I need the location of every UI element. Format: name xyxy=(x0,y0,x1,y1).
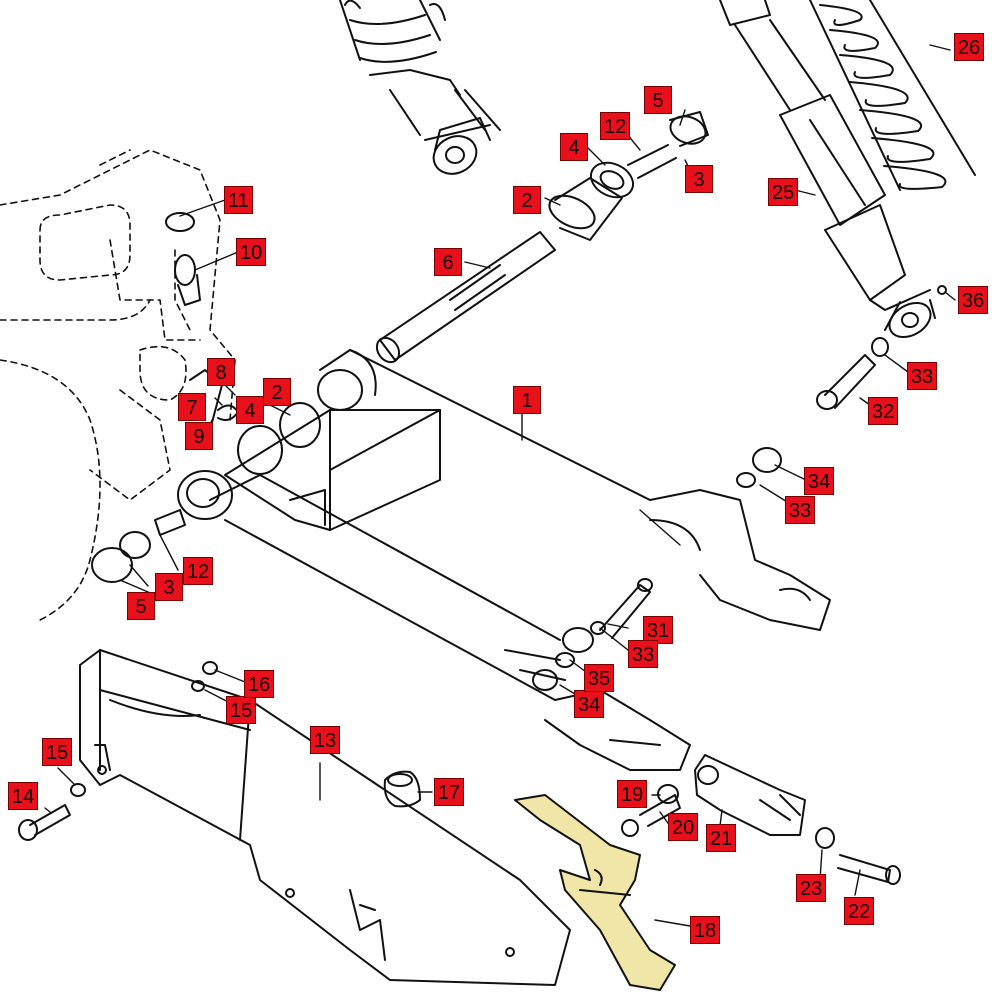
frame-outline xyxy=(0,149,236,621)
chain-guard-fasteners xyxy=(18,661,421,841)
pivot-spindle xyxy=(375,231,556,364)
callout-17: 17 xyxy=(434,778,465,806)
shock-bolt xyxy=(736,285,947,488)
callout-33b: 33 xyxy=(785,496,816,524)
callout-4b: 4 xyxy=(236,396,264,424)
callout-6: 6 xyxy=(434,248,462,276)
left-shock-absorber xyxy=(339,0,501,175)
callout-11: 11 xyxy=(224,186,253,214)
callout-34a: 34 xyxy=(804,467,835,495)
callout-7: 7 xyxy=(178,393,206,421)
callout-3a: 3 xyxy=(685,165,713,193)
callout-26: 26 xyxy=(954,33,985,61)
callout-33c: 33 xyxy=(628,640,659,668)
rear-hugger-guard xyxy=(514,794,676,991)
callout-21: 21 xyxy=(706,824,737,852)
callout-14: 14 xyxy=(8,782,39,810)
callout-5b: 5 xyxy=(127,592,155,620)
callout-12b: 12 xyxy=(183,557,214,585)
callout-2b: 2 xyxy=(263,378,291,406)
callout-15a: 15 xyxy=(42,738,73,766)
callout-13: 13 xyxy=(310,726,341,754)
torque-arm xyxy=(621,754,901,885)
callout-3b: 3 xyxy=(155,573,183,601)
callout-16: 16 xyxy=(244,670,275,698)
callout-35: 35 xyxy=(584,664,615,692)
swing-arm xyxy=(177,349,831,771)
callout-36: 36 xyxy=(958,286,989,314)
chain-guard xyxy=(79,649,571,986)
chain-adjuster xyxy=(504,578,653,691)
shock-spring xyxy=(809,0,976,191)
right-shock-absorber xyxy=(719,0,936,339)
pivot-bushings-lower xyxy=(91,212,239,583)
callout-32: 32 xyxy=(868,397,899,425)
callout-2a: 2 xyxy=(513,186,541,214)
callout-5a: 5 xyxy=(644,86,672,114)
callout-8: 8 xyxy=(207,358,235,386)
callout-1: 1 xyxy=(513,386,541,414)
callout-10: 10 xyxy=(236,238,267,266)
pivot-bushings-upper xyxy=(548,111,709,241)
callout-22: 22 xyxy=(844,897,875,925)
callout-15b: 15 xyxy=(226,696,257,724)
callout-25: 25 xyxy=(768,178,799,206)
callout-9: 9 xyxy=(185,422,213,450)
callout-19: 19 xyxy=(617,780,648,808)
callout-12a: 12 xyxy=(600,112,631,140)
callout-20: 20 xyxy=(668,813,699,841)
callout-18: 18 xyxy=(690,916,721,944)
callout-31: 31 xyxy=(643,616,674,644)
callout-23: 23 xyxy=(796,874,827,902)
leader-lines xyxy=(44,44,956,927)
callout-34b: 34 xyxy=(574,690,605,718)
callout-33a: 33 xyxy=(907,362,938,390)
callout-4a: 4 xyxy=(560,133,588,161)
